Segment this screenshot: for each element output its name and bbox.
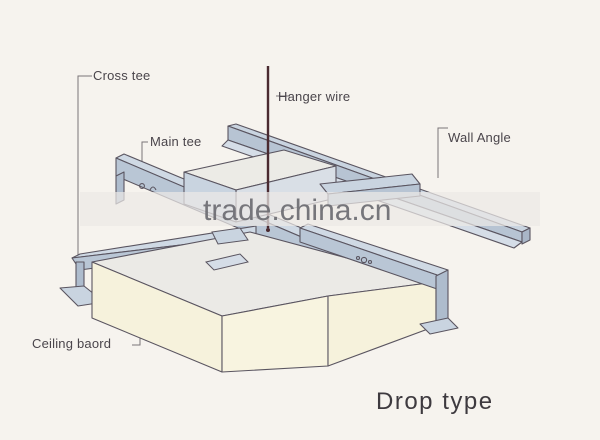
label-cross-tee: Cross tee [93, 68, 151, 83]
center-clips [205, 227, 249, 271]
ceiling-board [91, 231, 437, 373]
label-main-tee: Main tee [150, 134, 202, 149]
leader-lines [77, 75, 448, 346]
watermark-band [80, 192, 540, 226]
label-wall-angle: Wall Angle [448, 130, 511, 145]
diagram-title: Drop type [376, 388, 494, 415]
cross-tee-leader [77, 75, 92, 255]
label-ceiling-board: Ceiling baord [32, 336, 112, 351]
wall-angle-leader [437, 127, 448, 178]
label-hanger-wire: Hanger wire [278, 89, 351, 104]
right-main-tee [299, 223, 459, 335]
hanger-wire-end [266, 228, 270, 232]
watermark-text: trade.china.cn [203, 194, 392, 227]
